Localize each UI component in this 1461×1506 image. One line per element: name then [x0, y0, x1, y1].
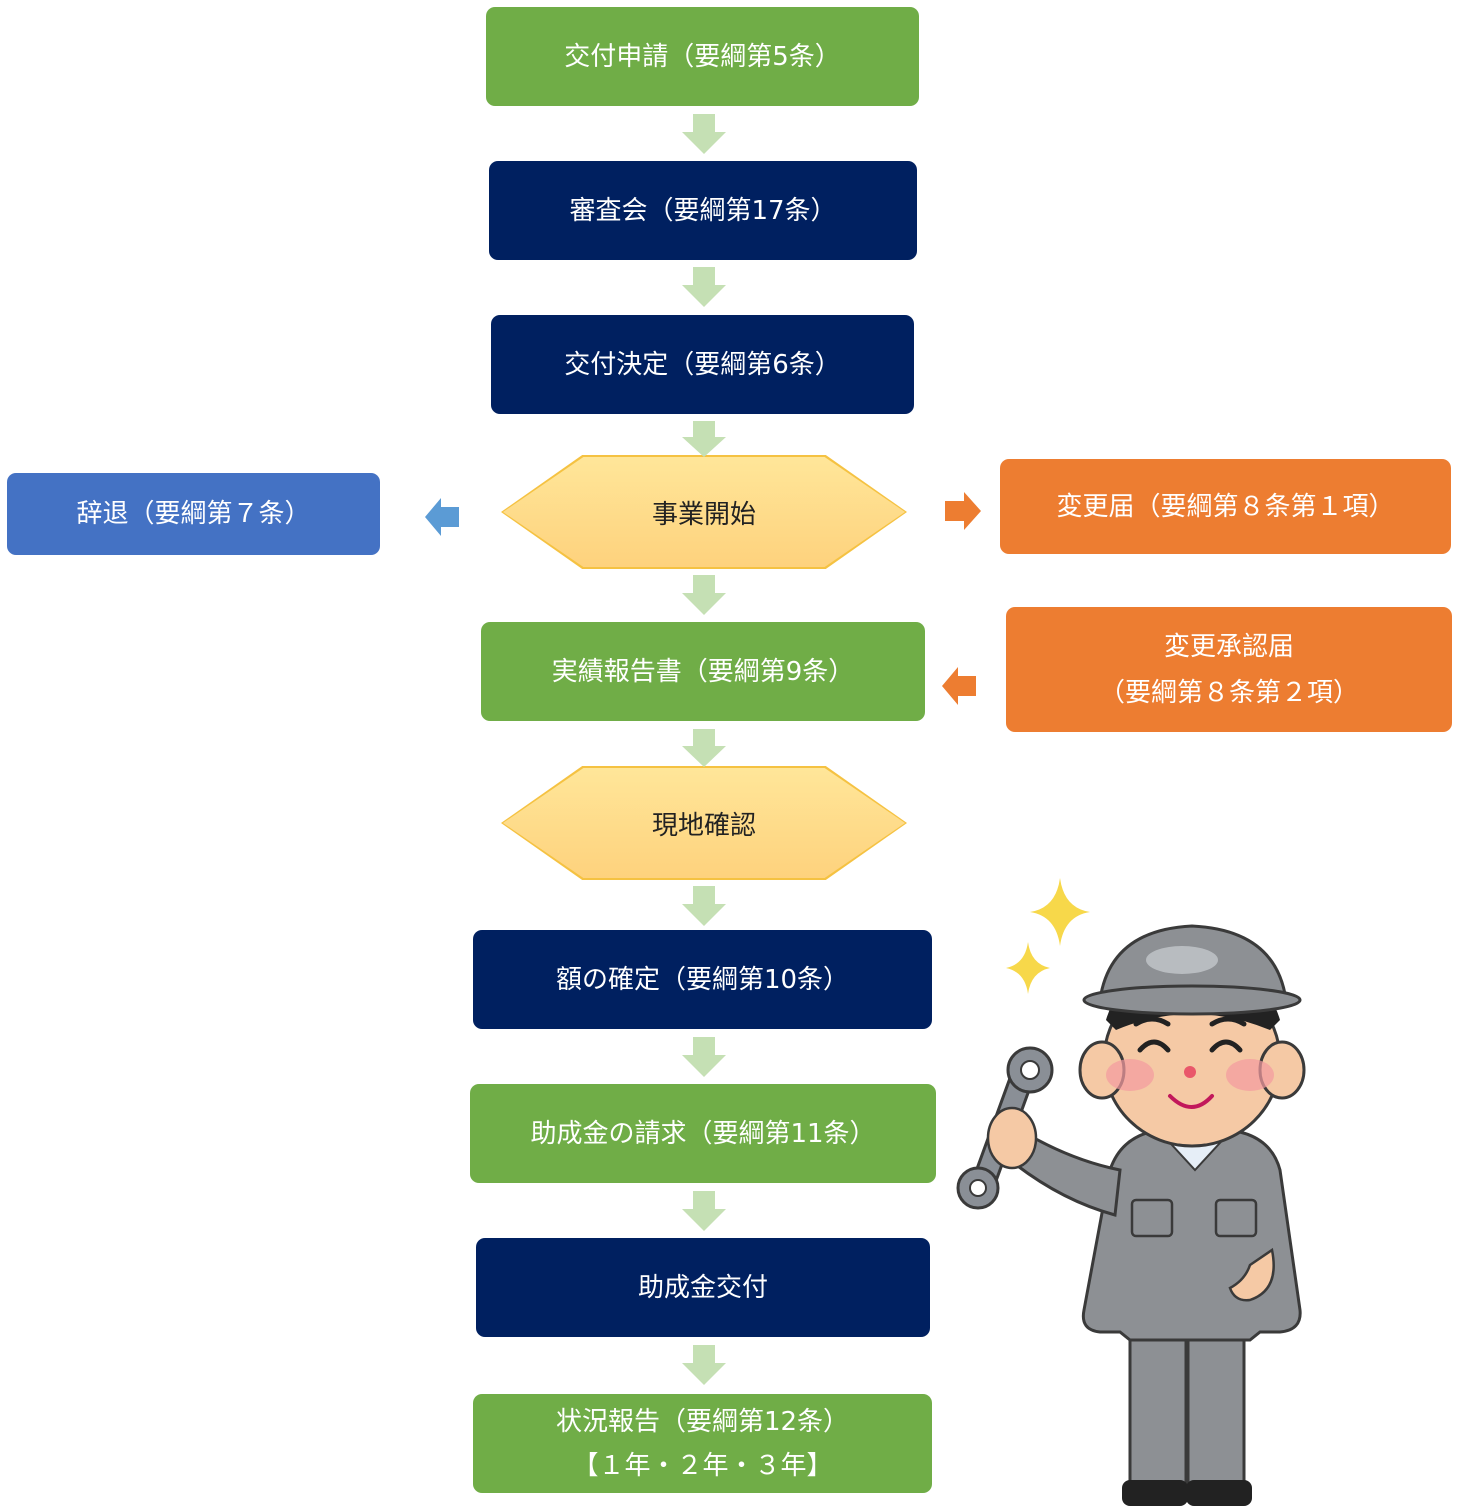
- step-application-label: 交付申請（要綱第5条）: [564, 41, 841, 72]
- step-report-label: 実績報告書（要綱第9条）: [551, 656, 855, 687]
- step-report: 実績報告書（要綱第9条）: [481, 622, 925, 721]
- down-arrow-icon: [682, 114, 726, 154]
- step-claim: 助成金の請求（要綱第11条）: [470, 1084, 936, 1183]
- side-approval-line2: （要綱第８条第２項）: [1098, 677, 1359, 708]
- down-arrow-icon: [682, 1191, 726, 1231]
- step-inspection-label: 現地確認: [651, 810, 756, 841]
- left-arrow-icon: [942, 667, 976, 705]
- step-status-line1: 状況報告（要綱第12条）: [555, 1406, 850, 1437]
- step-amount-label: 額の確定（要綱第10条）: [555, 964, 850, 995]
- side-withdraw-label: 辞退（要綱第７条）: [76, 499, 311, 529]
- step-status-line2: 【１年・２年・３年】: [572, 1450, 833, 1481]
- step-review: 審査会（要綱第17条）: [489, 161, 917, 260]
- worker-illustration: [956, 878, 1306, 1506]
- step-claim-label: 助成金の請求（要綱第11条）: [530, 1118, 876, 1149]
- step-start-label: 事業開始: [651, 499, 756, 530]
- step-decision-label: 交付決定（要綱第6条）: [564, 349, 841, 380]
- right-arrow-icon: [945, 492, 981, 530]
- step-review-label: 審査会（要綱第17条）: [569, 195, 837, 226]
- down-arrow-icon: [682, 1345, 726, 1385]
- step-start: 事業開始: [503, 457, 905, 567]
- side-approval: 変更承認届 （要綱第８条第２項）: [1006, 607, 1452, 732]
- step-grant-label: 助成金交付: [637, 1272, 768, 1303]
- step-grant: 助成金交付: [476, 1238, 930, 1337]
- down-arrow-icon: [682, 1037, 726, 1077]
- down-arrow-icon: [682, 575, 726, 615]
- down-arrow-icon: [682, 267, 726, 307]
- left-arrow-icon: [425, 498, 459, 536]
- down-arrow-icon: [682, 729, 726, 767]
- step-status: 状況報告（要綱第12条） 【１年・２年・３年】: [473, 1394, 932, 1493]
- step-decision: 交付決定（要綱第6条）: [491, 315, 914, 414]
- down-arrow-icon: [682, 886, 726, 926]
- step-inspection: 現地確認: [503, 768, 905, 878]
- sparkle-icon: [1006, 942, 1050, 994]
- side-withdraw: 辞退（要綱第７条）: [7, 473, 380, 555]
- side-approval-line1: 変更承認届: [1163, 631, 1294, 662]
- side-change-label: 変更届（要綱第８条第１項）: [1056, 491, 1395, 522]
- side-change: 変更届（要綱第８条第１項）: [1000, 459, 1451, 554]
- step-amount: 額の確定（要綱第10条）: [473, 930, 932, 1029]
- down-arrow-icon: [682, 421, 726, 457]
- step-application: 交付申請（要綱第5条）: [486, 7, 919, 106]
- sparkle-icon: [1030, 878, 1090, 946]
